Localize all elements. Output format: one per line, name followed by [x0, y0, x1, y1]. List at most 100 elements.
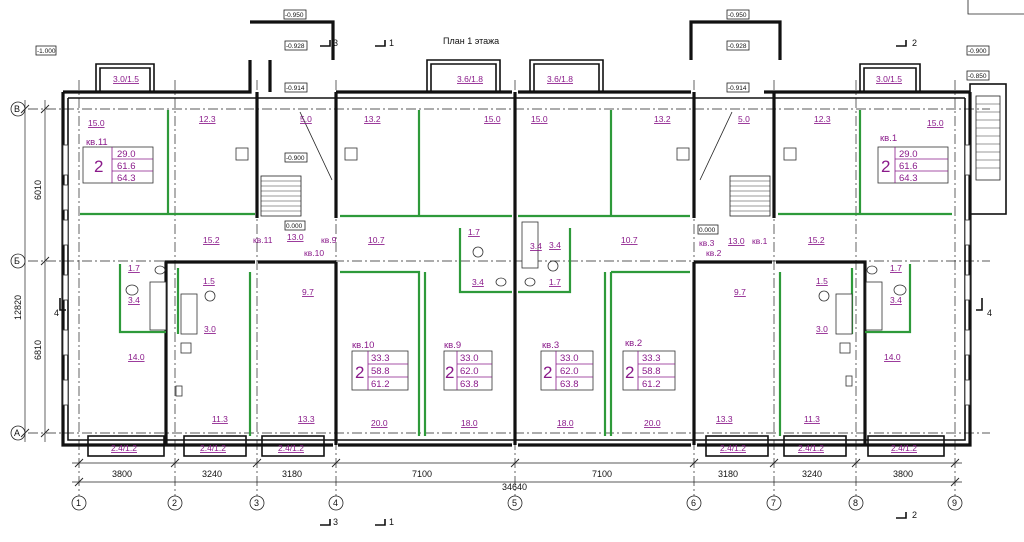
level-mark-5: -0.900	[286, 155, 305, 162]
room-area-t6: 15.0	[531, 114, 548, 124]
apt-door-label-11: кв.11	[253, 235, 273, 245]
frame-corner	[967, 0, 1024, 15]
section-mark-4-right: 4	[987, 308, 992, 318]
balcony-area-4: 3.0/1.5	[876, 74, 902, 84]
bottom-dimensions: 3800 3240 3180 7100 7100 3180 3240 3800 …	[72, 458, 962, 492]
apt-door-label-10: кв.10	[304, 248, 324, 258]
apt-1-rooms: 2	[881, 157, 890, 176]
axis-number-2: 2	[172, 498, 177, 508]
room-area-m6: 3.4	[549, 240, 561, 250]
section-mark-3-top: 3	[333, 38, 338, 48]
apt-2-total-area-balcony: 61.2	[642, 379, 661, 390]
apt-3-living-area: 33.0	[560, 353, 579, 364]
section-mark-1-bottom: 1	[389, 517, 394, 527]
interior-walls	[80, 92, 952, 445]
dim-bottom-1: 3800	[112, 469, 132, 479]
loggia-area-1: 2.4/1.2	[111, 443, 137, 453]
room-area-l5: 9.7	[302, 287, 314, 297]
dim-total-height: 12820	[13, 295, 23, 320]
room-area-b7: 13.3	[716, 414, 733, 424]
balcony-area-1: 3.0/1.5	[113, 74, 139, 84]
section-mark-4-left: 4	[54, 308, 59, 318]
room-area-l2: 1.5	[203, 276, 215, 286]
dim-bottom-3: 3180	[282, 469, 302, 479]
apt-11-label: кв.11	[86, 137, 108, 148]
apt-2-label: кв.2	[625, 338, 642, 349]
level-mark-4: -0.914	[286, 85, 305, 92]
level-mark-11: -0.900	[968, 48, 987, 55]
apt-2-living-area: 33.3	[642, 353, 661, 364]
axis-letter-v: В	[14, 104, 20, 114]
room-area-t7: 13.2	[654, 114, 671, 124]
dim-bottom-5: 7100	[592, 469, 612, 479]
apt-1-label: кв.1	[880, 133, 897, 144]
apt-door-label-2: кв.2	[706, 248, 722, 258]
axis-number-3: 3	[254, 498, 259, 508]
room-area-m10: 15.2	[808, 235, 825, 245]
section-mark-1-top: 1	[389, 38, 394, 48]
left-stair	[235, 111, 358, 217]
dim-left-2: 6810	[33, 340, 43, 360]
apt-3-label: кв.3	[542, 340, 559, 351]
room-area-m5: 3.4	[472, 277, 484, 287]
apt-10-total-area-balcony: 61.2	[371, 379, 390, 390]
apt-1-total-area-balcony: 64.3	[899, 173, 918, 184]
apt-10-total-area: 58.8	[371, 366, 390, 377]
room-area-l4: 3.0	[204, 324, 216, 334]
dim-bottom-4: 7100	[412, 469, 432, 479]
room-area-b5: 18.0	[557, 418, 574, 428]
room-area-m8: 10.7	[621, 235, 638, 245]
apt-11-rooms: 2	[94, 157, 103, 176]
room-area-l6: 3.4	[890, 295, 902, 305]
room-area-m9: 13.0	[728, 236, 745, 246]
apt-1-total-area: 61.6	[899, 161, 918, 172]
axis-number-7: 7	[771, 498, 776, 508]
axis-number-4: 4	[333, 498, 338, 508]
level-marks: -1.000 -0.950 -0.928 -0.914 -0.900 0.000…	[35, 9, 990, 235]
apartment-3-info: кв.3 2 33.0 62.0 63.8	[540, 340, 594, 391]
room-area-m3: 10.7	[368, 235, 385, 245]
dim-left-1: 6010	[33, 180, 43, 200]
room-area-b8: 11.3	[804, 414, 820, 424]
balconies: 3.0/1.5 3.6/1.8 3.6/1.8 3.0/1.5	[95, 59, 921, 92]
apt-3-total-area: 62.0	[560, 366, 579, 377]
level-mark-12: -0.850	[968, 73, 987, 80]
apt-door-label-9: кв.9	[321, 235, 337, 245]
apartment-2-info: кв.2 2 33.3 58.8 61.2	[622, 338, 676, 391]
windows	[62, 144, 971, 406]
room-area-b2: 13.3	[298, 414, 315, 424]
loggia-area-3: 2.4/1.2	[278, 443, 304, 453]
room-area-t5: 15.0	[484, 114, 501, 124]
room-area-t8: 5.0	[738, 114, 750, 124]
apt-11-living-area: 29.0	[117, 149, 136, 160]
loggia-area-6: 2.4/1.2	[891, 443, 917, 453]
apt-10-living-area: 33.3	[371, 353, 390, 364]
apt-10-rooms: 2	[355, 363, 364, 382]
axis-number-5: 5	[512, 498, 517, 508]
loggias: 2.4/1.2 2.4/1.2 2.4/1.2 2.4/1.2 2.4/1.2 …	[87, 435, 945, 457]
room-area-l11: 3.4	[530, 241, 542, 251]
right-exterior-stair	[969, 83, 1007, 215]
dim-bottom-7: 3240	[802, 469, 822, 479]
room-areas-mid: 15.2 13.0 10.7 1.7 3.4 3.4 1.7 10.7 13.0…	[203, 227, 825, 287]
apt-9-label: кв.9	[444, 340, 461, 351]
room-area-l10: 3.0	[816, 324, 828, 334]
axis-number-markers: 1 2 3 4 5 6 7 8 9	[71, 495, 963, 511]
apt-11-total-area: 61.6	[117, 161, 136, 172]
room-area-t9: 12.3	[814, 114, 831, 124]
room-area-b4: 18.0	[461, 418, 478, 428]
apartment-9-info: кв.9 2 33.0 62.0 63.8	[443, 340, 493, 391]
apt-door-label-3: кв.3	[699, 238, 715, 248]
room-area-l12: 14.0	[128, 352, 145, 362]
section-mark-2-top: 2	[912, 38, 917, 48]
apartment-11-info: кв.11 2 29.0 61.6 64.3	[82, 137, 154, 184]
apt-10-label: кв.10	[352, 340, 374, 351]
room-area-m2: 13.0	[287, 232, 304, 242]
room-area-m1: 15.2	[203, 235, 220, 245]
apt-1-living-area: 29.0	[899, 149, 918, 160]
level-mark-2: -0.950	[285, 12, 304, 19]
room-area-b1: 11.3	[212, 414, 228, 424]
axis-number-1: 1	[76, 498, 81, 508]
room-area-l8: 1.5	[816, 276, 828, 286]
